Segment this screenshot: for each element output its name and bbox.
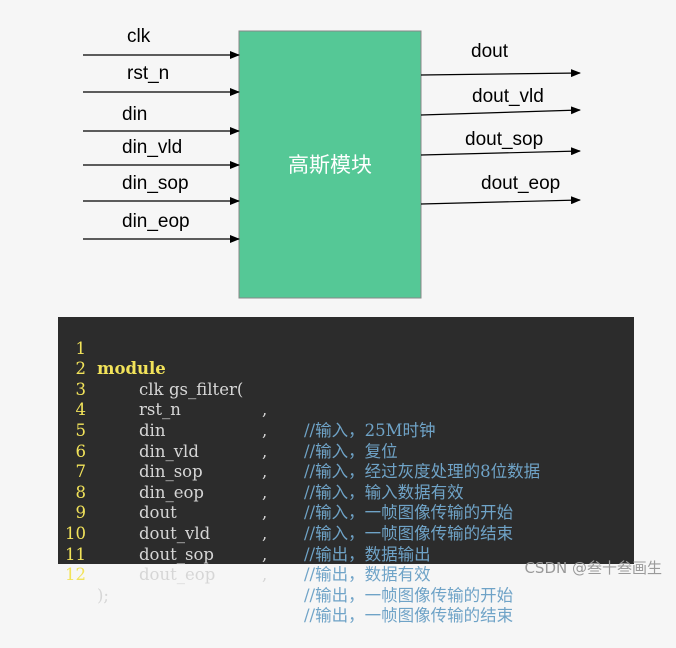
output-label-dout: dout — [471, 41, 509, 62]
line-number: 3 — [75, 379, 87, 399]
port-line-din-vld: 5 din_vld , //输入，输入数据有效 — [58, 400, 634, 502]
line-number: 5 — [75, 420, 87, 440]
input-label-clk: clk — [127, 26, 151, 47]
input-label-din-sop: din_sop — [122, 173, 189, 194]
output-arrow-dout-sop — [420, 147, 581, 156]
block-diagram: 高斯模块 clk rst_n din din_vld din_sop din_e… — [83, 26, 581, 299]
port-name: clk — [139, 379, 164, 399]
line-number: 9 — [75, 503, 87, 523]
port-comma: , — [262, 462, 268, 482]
line-number: 2 — [75, 359, 87, 379]
output-label-dout-eop: dout_eop — [481, 173, 560, 194]
module-close: ); — [97, 585, 109, 605]
line-number: 4 — [75, 400, 87, 420]
port-line-din-eop: 7 din_eop , //输入，一帧图像传输的结束 — [58, 442, 634, 543]
port-comma: , — [262, 420, 268, 440]
block-label: 高斯模块 — [288, 153, 372, 177]
input-label-rst-n: rst_n — [127, 63, 169, 84]
port-line-dout-eop: 11 dout_eop //输出，一帧图像传输的结束 — [58, 524, 634, 626]
module-keyword: module — [97, 359, 166, 379]
line-number: 7 — [75, 462, 87, 482]
port-comment: //输出，数据有效 — [304, 565, 431, 585]
port-name: dout_eop — [139, 565, 216, 585]
module-name: gs_filter( — [169, 379, 244, 399]
port-line-clk: 2 clk , //输入，25M时钟 — [58, 339, 634, 440]
port-line-dout-sop: 10 dout_sop , //输出，一帧图像传输的开始 — [58, 503, 634, 605]
port-comma: , — [262, 482, 268, 502]
line-number: 11 — [65, 544, 86, 564]
port-comma: , — [262, 503, 268, 523]
line-number: 12 — [65, 565, 86, 585]
port-comma: , — [262, 565, 268, 585]
port-comment: //输出，一帧图像传输的开始 — [304, 585, 514, 605]
port-comma: , — [262, 544, 268, 564]
port-line-din: 4 din , //输入，经过灰度处理的8位数据 — [58, 380, 634, 481]
output-arrow-dout — [420, 69, 581, 78]
gaussian-module-block — [238, 30, 422, 299]
watermark: CSDN @叁十叁画生 — [524, 559, 662, 577]
port-name: din — [139, 420, 166, 440]
line-number: 1 — [75, 338, 87, 358]
output-label-dout-sop: dout_sop — [465, 129, 543, 150]
port-name: din_eop — [139, 482, 204, 502]
port-comment: //输入，输入数据有效 — [304, 482, 464, 502]
port-name: dout_sop — [139, 544, 214, 564]
port-name: din_sop — [139, 462, 203, 482]
port-line-dout: 8 dout , //输出，数据输出 — [58, 462, 634, 564]
port-comma: , — [262, 441, 268, 461]
port-name: dout_vld — [139, 523, 211, 543]
port-comma: , — [262, 523, 268, 543]
port-line-dout-vld: 9 dout_vld , //输出，数据有效 — [58, 483, 634, 584]
port-comment: //输出，数据输出 — [304, 544, 431, 564]
output-label-dout-vld: dout_vld — [472, 86, 544, 107]
port-line-din-sop: 6 din_sop , //输入，一帧图像传输的开始 — [58, 421, 634, 523]
port-comment: //输入，一帧图像传输的开始 — [304, 503, 514, 523]
input-label-din-eop: din_eop — [122, 211, 190, 232]
line-number: 8 — [75, 482, 87, 502]
line-number: 6 — [75, 441, 87, 461]
port-name: dout — [139, 503, 177, 523]
output-arrow-dout-vld — [420, 106, 581, 116]
port-comment: //输入，复位 — [304, 441, 398, 461]
code-line-header: 1 module gs_filter( — [58, 318, 634, 399]
port-comment: //输入，25M时钟 — [304, 420, 436, 440]
port-line-rst-n: 3 rst_n , //输入，复位 — [58, 359, 634, 461]
port-name: rst_n — [139, 400, 181, 420]
line-number: 10 — [65, 523, 86, 543]
port-comment: //输入，一帧图像传输的结束 — [304, 523, 514, 543]
port-comment: //输入，经过灰度处理的8位数据 — [304, 462, 541, 482]
input-label-din-vld: din_vld — [122, 137, 182, 158]
input-label-din: din — [122, 104, 147, 125]
output-arrow-dout-eop — [420, 196, 581, 205]
port-comment: //输出，一帧图像传输的结束 — [304, 606, 514, 626]
port-name: din_vld — [139, 441, 199, 461]
port-comma: , — [262, 400, 268, 420]
verilog-code-panel: 1 module gs_filter( 2 clk , //输入，25M时钟 3… — [58, 317, 634, 626]
